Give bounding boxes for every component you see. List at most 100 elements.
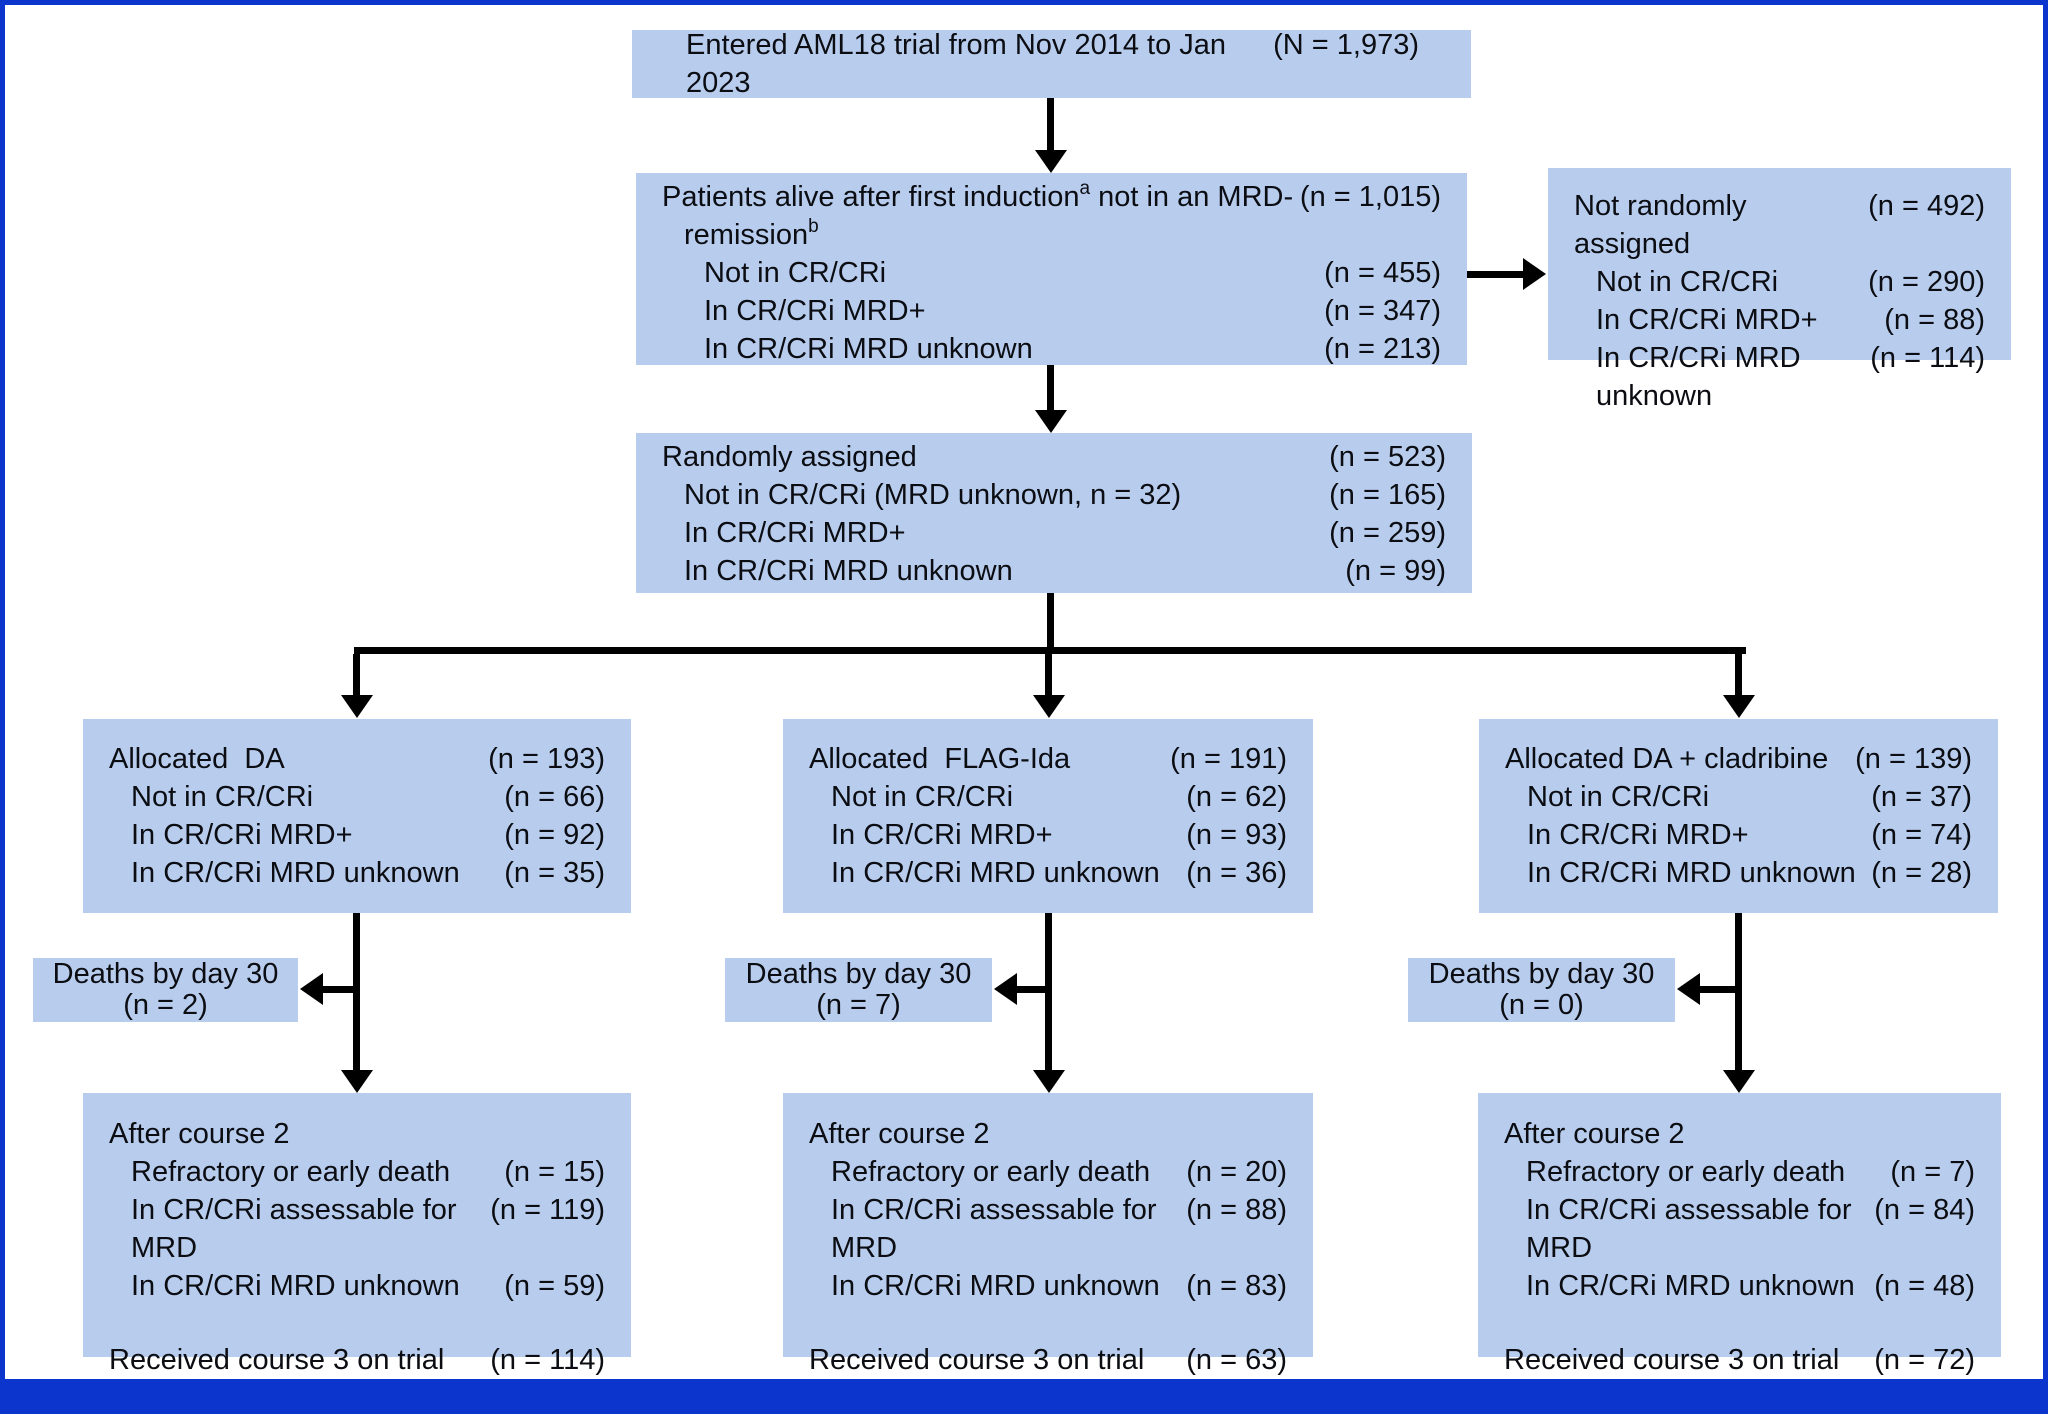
connector-line bbox=[1698, 986, 1739, 993]
right-arrow-icon bbox=[1523, 258, 1546, 290]
connector-line bbox=[354, 647, 1746, 654]
row-count: (n = 66) bbox=[504, 781, 605, 813]
row-count: (n = 28) bbox=[1871, 857, 1972, 889]
row-count: (n = 59) bbox=[504, 1270, 605, 1302]
down-arrow-icon bbox=[341, 695, 373, 718]
enrollment-count: (N = 1,973) bbox=[1273, 29, 1419, 61]
row-label: In CR/CRi MRD unknown bbox=[831, 1270, 1160, 1302]
deaths-count: (n = 0) bbox=[1499, 989, 1584, 1021]
flow-box-not-randomized: Not randomly assigned(n = 492) Not in CR… bbox=[1548, 168, 2011, 412]
allocated-count: (n = 139) bbox=[1855, 743, 1972, 775]
allocated-title: Allocated DA bbox=[109, 743, 285, 775]
row-count: (n = 48) bbox=[1874, 1270, 1975, 1302]
row-label: In CR/CRi MRD unknown bbox=[684, 555, 1013, 587]
flow-box-enrollment: Entered AML18 trial from Nov 2014 to Jan… bbox=[632, 29, 1471, 99]
enrollment-label: Entered AML18 trial from Nov 2014 to Jan… bbox=[686, 29, 1235, 99]
row-label: Refractory or early death bbox=[1526, 1156, 1846, 1188]
received-course3-count: (n = 114) bbox=[490, 1344, 605, 1376]
row-label: In CR/CRi MRD+ bbox=[704, 295, 926, 327]
row-count: (n = 7) bbox=[1890, 1156, 1975, 1188]
row-label: In CR/CRi MRD+ bbox=[131, 819, 353, 851]
flow-box-randomized: Randomly assigned (n = 523) Not in CR/CRi… bbox=[636, 433, 1472, 593]
row-label: Refractory or early death bbox=[131, 1156, 451, 1188]
row-label: In CR/CRi MRD+ bbox=[831, 819, 1053, 851]
row-count: (n = 92) bbox=[504, 819, 605, 851]
connector-line bbox=[1047, 98, 1054, 152]
received-course3-count: (n = 72) bbox=[1874, 1344, 1975, 1376]
row-count: (n = 88) bbox=[1186, 1194, 1287, 1226]
received-course3-label: Received course 3 on trial bbox=[809, 1344, 1145, 1376]
row-count: (n = 259) bbox=[1329, 517, 1446, 549]
row-count: (n = 290) bbox=[1868, 266, 1985, 298]
deaths-label: Deaths by day 30 bbox=[52, 958, 279, 990]
row-count: (n = 88) bbox=[1884, 304, 1985, 336]
down-arrow-icon bbox=[1035, 150, 1067, 173]
connector-line bbox=[1735, 654, 1742, 697]
row-count: (n = 119) bbox=[490, 1194, 605, 1226]
row-count: (n = 74) bbox=[1871, 819, 1972, 851]
flow-box-allocated-flag-ida: Allocated FLAG-Ida (n = 191) Not in CR/CR… bbox=[783, 719, 1313, 913]
row-label: In CR/CRi MRD unknown bbox=[1596, 342, 1809, 412]
randomized-count: (n = 523) bbox=[1329, 441, 1446, 473]
flow-box-after-course2-da-cladribine: After course 2 Refractory or early death… bbox=[1478, 1093, 2001, 1376]
row-label: In CR/CRi MRD unknown bbox=[704, 333, 1033, 365]
deaths-count: (n = 2) bbox=[123, 989, 208, 1021]
allocated-title: Allocated DA + cladribine bbox=[1505, 743, 1829, 775]
down-arrow-icon bbox=[1035, 410, 1067, 433]
connector-line bbox=[1735, 913, 1742, 1073]
allocated-count: (n = 193) bbox=[488, 743, 605, 775]
deaths-label: Deaths by day 30 bbox=[745, 958, 972, 990]
footnote-b-superscript: b bbox=[808, 216, 819, 238]
received-course3-label: Received course 3 on trial bbox=[1504, 1344, 1840, 1376]
down-arrow-icon bbox=[1723, 695, 1755, 718]
flow-box-after-course2-flag-ida: After course 2 Refractory or early death… bbox=[783, 1093, 1313, 1376]
down-arrow-icon bbox=[1033, 1070, 1065, 1093]
connector-line bbox=[1467, 271, 1525, 278]
randomized-title: Randomly assigned bbox=[662, 441, 917, 473]
connector-line bbox=[1045, 654, 1052, 697]
allocated-title: Allocated FLAG-Ida bbox=[809, 743, 1071, 775]
row-count: (n = 15) bbox=[504, 1156, 605, 1188]
row-count: (n = 99) bbox=[1345, 555, 1446, 587]
row-label: In CR/CRi assessable for MRD bbox=[131, 1194, 465, 1264]
received-course3-count: (n = 63) bbox=[1186, 1344, 1287, 1376]
allocated-count: (n = 191) bbox=[1170, 743, 1287, 775]
row-label: Not in CR/CRi (MRD unknown, n = 32) bbox=[684, 479, 1182, 511]
row-count: (n = 93) bbox=[1186, 819, 1287, 851]
row-label: Not in CR/CRi bbox=[131, 781, 314, 813]
flow-box-deaths-day30-flag-ida: Deaths by day 30 (n = 7) bbox=[725, 958, 992, 1022]
row-label: Not in CR/CRi bbox=[1527, 781, 1710, 813]
row-label: Not in CR/CRi bbox=[831, 781, 1014, 813]
received-course3-label: Received course 3 on trial bbox=[109, 1344, 445, 1376]
row-label: In CR/CRi MRD unknown bbox=[831, 857, 1160, 889]
row-count: (n = 37) bbox=[1871, 781, 1972, 813]
connector-line bbox=[1045, 913, 1052, 1073]
connector-line bbox=[353, 913, 360, 1073]
connector-line bbox=[1047, 365, 1054, 411]
row-label: In CR/CRi MRD+ bbox=[1527, 819, 1749, 851]
post-induction-line2-text: remission bbox=[684, 219, 809, 251]
left-arrow-icon bbox=[1677, 973, 1700, 1005]
row-count: (n = 347) bbox=[1324, 295, 1441, 327]
not-randomized-title: Not randomly assigned bbox=[1574, 190, 1755, 260]
deaths-count: (n = 7) bbox=[816, 989, 901, 1021]
row-label: In CR/CRi MRD unknown bbox=[131, 857, 460, 889]
post-induction-count: (n = 1,015) bbox=[1299, 181, 1441, 213]
row-count: (n = 165) bbox=[1329, 479, 1446, 511]
footer-accent-bar bbox=[5, 1379, 2043, 1409]
row-label: In CR/CRi assessable for MRD bbox=[831, 1194, 1165, 1264]
post-induction-line2: remissionb bbox=[662, 216, 819, 254]
flow-box-post-induction: Patients alive after first inductiona no… bbox=[636, 173, 1467, 365]
not-randomized-count: (n = 492) bbox=[1868, 190, 1985, 222]
row-count: (n = 36) bbox=[1186, 857, 1287, 889]
row-label: In CR/CRi MRD unknown bbox=[1526, 1270, 1855, 1302]
flow-box-allocated-da-cladribine: Allocated DA + cladribine (n = 139) Not i… bbox=[1479, 719, 1998, 913]
row-label: Not in CR/CRi bbox=[704, 257, 887, 289]
row-count: (n = 114) bbox=[1870, 342, 1985, 374]
connector-line bbox=[1047, 593, 1054, 650]
row-count: (n = 84) bbox=[1874, 1194, 1975, 1226]
left-arrow-icon bbox=[994, 973, 1017, 1005]
connector-line bbox=[321, 986, 357, 993]
after-course2-title: After course 2 bbox=[1504, 1118, 1685, 1150]
row-label: In CR/CRi MRD+ bbox=[684, 517, 906, 549]
